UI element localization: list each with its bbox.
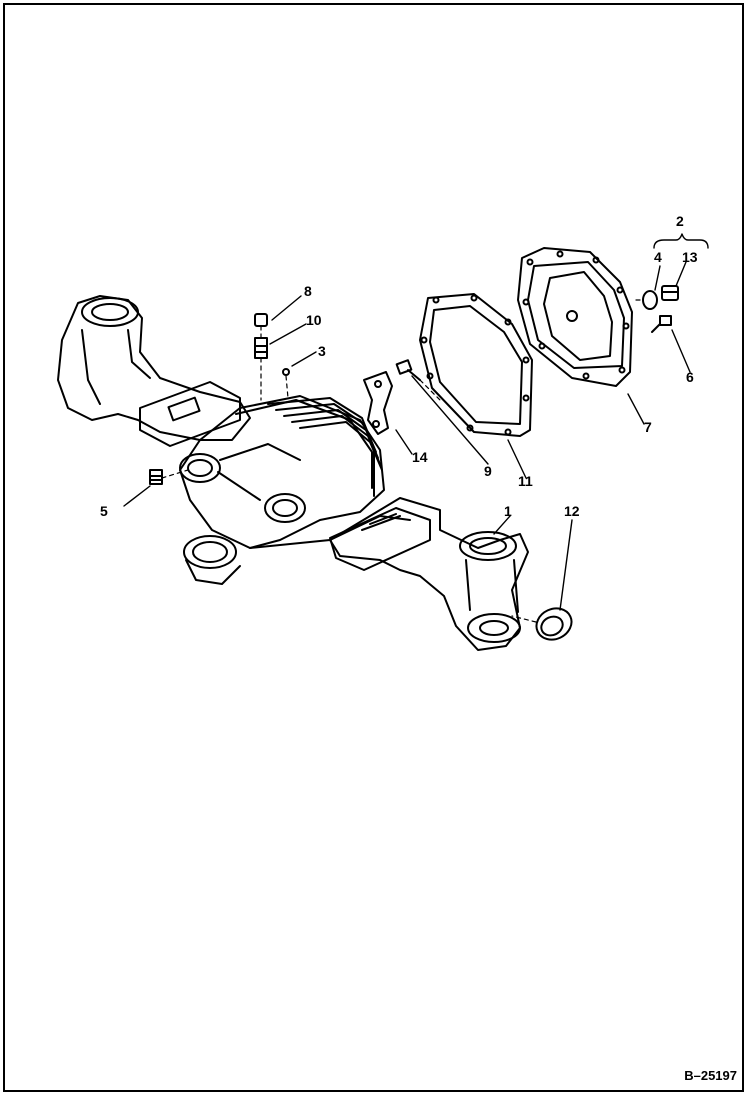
part-7-cover: [517, 247, 633, 387]
part-5-plug: [149, 469, 163, 485]
part-14-bracket: [363, 371, 393, 435]
figure-frame: [3, 3, 744, 1092]
callout-2: 2: [676, 213, 684, 229]
figure-id: B–25197: [684, 1068, 737, 1083]
callout-9: 9: [484, 463, 492, 479]
assembly-lines: [161, 299, 644, 623]
part-4-oring: [642, 290, 658, 310]
leader-lines: [123, 233, 709, 611]
part-11-gasket: [419, 293, 533, 437]
axle-housing: [57, 295, 529, 651]
callout-11: 11: [518, 473, 533, 489]
callout-4: 4: [654, 249, 662, 265]
part-9-bolt: [395, 359, 421, 381]
callout-10: 10: [306, 312, 322, 328]
callout-14: 14: [412, 449, 428, 465]
callout-8: 8: [304, 283, 312, 299]
part-6-bolt: [651, 315, 672, 333]
callout-1: 1: [504, 503, 512, 519]
callout-7: 7: [644, 419, 652, 435]
part-13-plug: [661, 285, 679, 301]
callout-12: 12: [564, 503, 580, 519]
callout-13: 13: [682, 249, 698, 265]
callout-3: 3: [318, 343, 326, 359]
callout-5: 5: [100, 503, 108, 519]
part-12-seal: [535, 607, 573, 641]
callout-6: 6: [686, 369, 694, 385]
part-3-plug: [282, 368, 290, 376]
part-10-fitting: [254, 337, 268, 359]
part-8-cap: [254, 313, 268, 327]
